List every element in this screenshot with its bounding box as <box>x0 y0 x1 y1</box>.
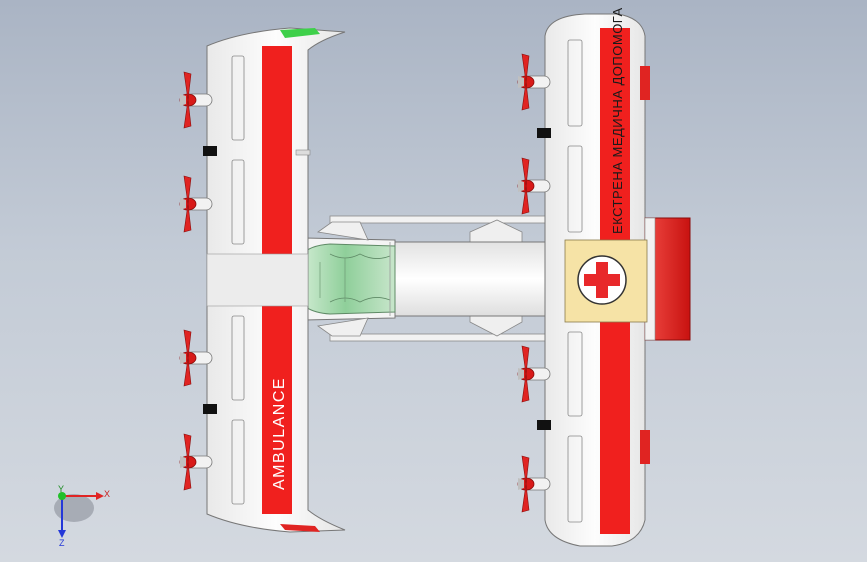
front-wing: AMBULANCE <box>203 27 346 533</box>
rear-wing-label: ЕКСТРЕНА МЕДИЧНА ДОПОМОГА <box>610 7 625 234</box>
x-axis-label: X <box>104 489 110 499</box>
red-cross-emblem <box>564 239 648 323</box>
tail-fin <box>644 217 691 341</box>
y-axis-label: Y <box>58 484 64 494</box>
z-axis-label: Z <box>59 538 65 548</box>
tail-booms <box>329 215 546 342</box>
front-wing-label: AMBULANCE <box>271 377 288 490</box>
coordinate-triad: X Y Z <box>54 484 110 548</box>
